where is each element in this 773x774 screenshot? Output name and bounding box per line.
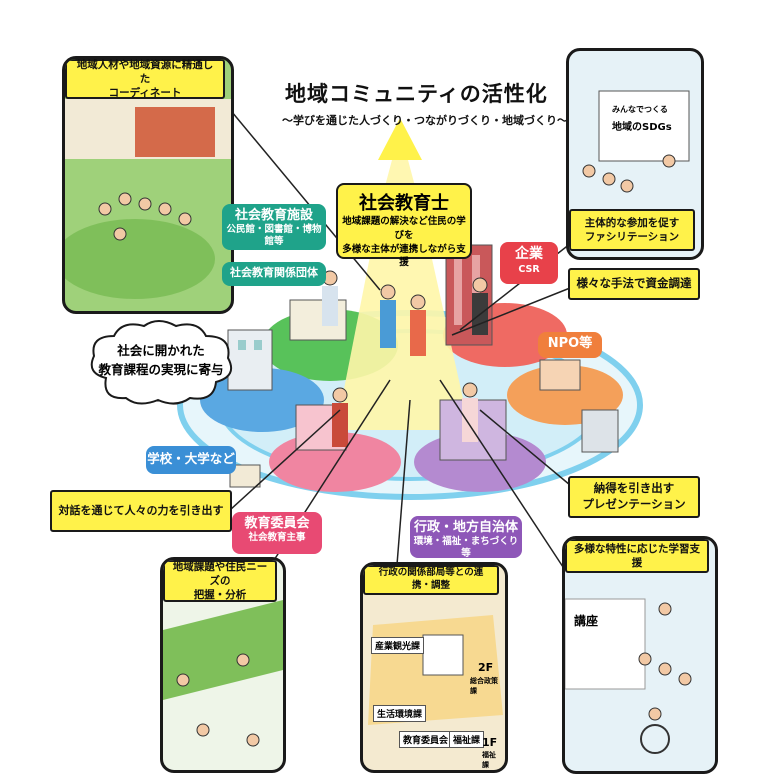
panel-facilitation-scene [582, 90, 690, 193]
label-gov: 行政・地方自治体 環境・福祉・まちづくり等 [410, 516, 522, 560]
callout-dialogue: 対話を通じて人々の力を引き出す [50, 490, 232, 532]
label-groups-main: 社会教育関係団体 [230, 266, 318, 279]
callout-admin-link: 行政の関係部局等との連携・調整 [363, 565, 499, 595]
label-school: 学校・大学など [146, 446, 236, 474]
label-gov-sub: 環境・福祉・まちづくり等 [413, 536, 519, 560]
center-body-line1: 地域課題の解決など住民の学びを [342, 216, 466, 241]
label-facility-main: 社会教育施設 [234, 208, 313, 223]
label-gov-main: 行政・地方自治体 [413, 520, 518, 535]
label-company-main: 企業 [515, 246, 543, 262]
callout-facilitation: 主体的な参加を促す ファシリテーション [569, 209, 695, 251]
label-company-sub: CSR [518, 263, 540, 275]
house-right [581, 409, 619, 453]
panel-admin-link: 行政の関係部局等との連携・調整 産業観光課 生活環境課 教育委員会 福祉課 2F… [360, 562, 508, 773]
house-left [229, 464, 261, 488]
connector-lines [221, 99, 576, 591]
label-board: 教育委員会 社会教育主事 [232, 512, 322, 554]
label-npo-main: NPO等 [547, 336, 593, 351]
label-npo: NPO等 [538, 332, 602, 358]
label-facility-sub: 公民館・図書館・博物館等 [226, 224, 322, 248]
cloud-shape [90, 320, 232, 405]
tag-floor1-sub: 福祉課 [482, 751, 496, 769]
panel-needs-scene [163, 600, 283, 747]
panel-learning-support: 多様な特性に応じた学習支援 講座 [562, 536, 718, 774]
center-heading: 社会教育士 [359, 193, 449, 214]
callout-coordinator: 地域人材や地域資源に精通した コーディネート [65, 59, 225, 99]
page-title: 地域コミュニティの活性化 [285, 82, 548, 106]
tag-floor1: 1F [482, 736, 498, 749]
callout-learning-support: 多様な特性に応じた学習支援 [565, 539, 709, 573]
tag-tourism: 産業観光課 [371, 637, 425, 654]
panel-facilitation: みんなでつくる 地域のSDGs 主体的な参加を促す ファシリテーション [566, 48, 704, 260]
tag-board: 教育委員会 [399, 731, 453, 748]
center-role-box: 社会教育士 地域課題の解決など住民の学びを 多様な主体が連携しながら支援 [336, 183, 472, 268]
cloud-text: 社会に開かれた 教育課程の実現に寄与 [98, 343, 224, 377]
tag-lecture: 講座 [574, 614, 599, 628]
sdgs-board-line1: みんなでつくる [612, 105, 668, 114]
building-npo [539, 359, 581, 391]
callout-needs: 地域課題や住民ニーズの 把握・分析 [163, 560, 277, 602]
label-company: 企業 CSR [500, 242, 558, 284]
beam-arrow [378, 118, 422, 160]
panel-coordinator: 地域人材や地域資源に精通した コーディネート [62, 56, 234, 314]
label-board-sub: 社会教育主事 [248, 532, 306, 544]
panel-coordinator-scene [65, 99, 231, 299]
tag-floor2-sub: 総合政策課 [470, 677, 498, 695]
panel-learning-scene [565, 598, 692, 754]
panel-needs: 地域課題や住民ニーズの 把握・分析 [160, 557, 286, 773]
light-beam [336, 130, 470, 430]
label-board-main: 教育委員会 [244, 516, 310, 531]
label-facility: 社会教育施設 公民館・図書館・博物館等 [222, 204, 326, 250]
cloud-curriculum: 社会に開かれた 教育課程の実現に寄与 [86, 318, 236, 406]
center-body-line2: 多様な主体が連携しながら支援 [342, 243, 466, 269]
callout-presentation: 納得を引き出す プレゼンテーション [568, 476, 700, 518]
label-school-main: 学校・大学など [147, 451, 235, 466]
building-hall [227, 329, 273, 391]
page-subtitle: ～学びを通じた人づくり・つながりづくり・地域づくり～ [282, 114, 568, 127]
callout-funding: 様々な手法で資金調達 [568, 268, 700, 300]
tag-welfare: 福祉課 [449, 731, 485, 748]
tag-floor2: 2F [478, 661, 494, 674]
sdgs-board-line2: 地域のSDGs [612, 122, 672, 133]
label-groups: 社会教育関係団体 [222, 262, 326, 286]
tag-env: 生活環境課 [373, 705, 427, 722]
